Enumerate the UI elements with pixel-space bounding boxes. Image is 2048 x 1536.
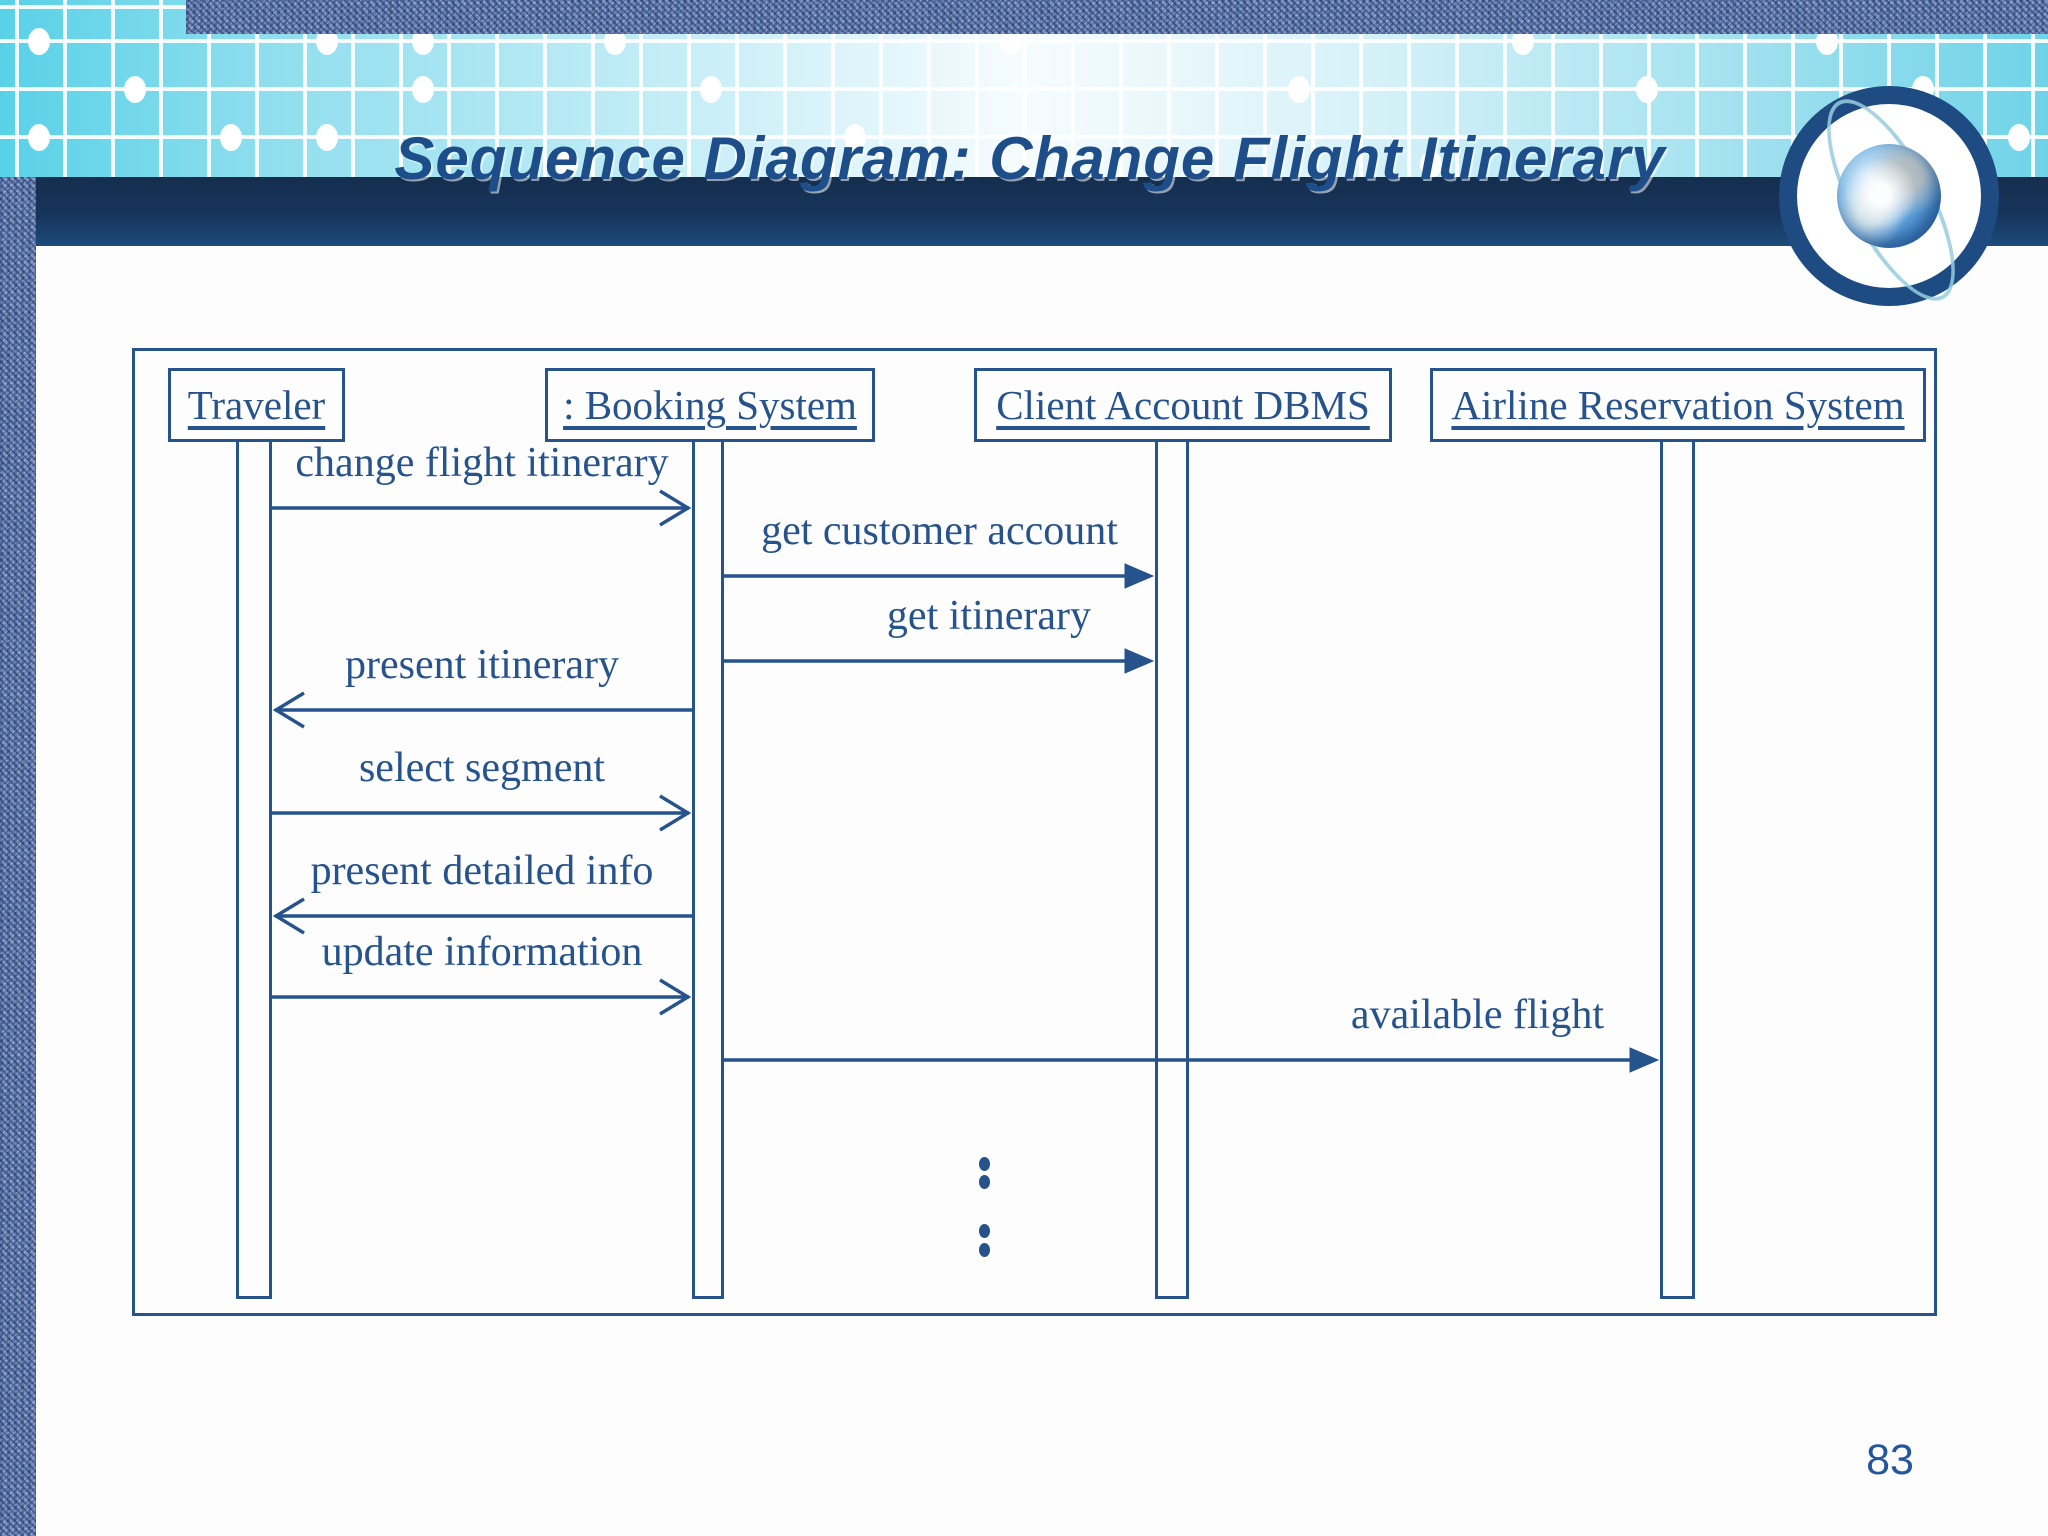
grid-dot [2008, 124, 2030, 151]
grid-dot [124, 76, 146, 103]
message-label: present itinerary [344, 642, 620, 688]
grid-dot [316, 28, 338, 55]
sequence-diagram-frame: Traveler : Booking System Client Account… [132, 348, 1937, 1316]
message-present-itinerary: present itinerary [272, 642, 692, 730]
lifeline-box-client-account-dbms: Client Account DBMS [974, 368, 1392, 442]
continuation-dot [979, 1175, 990, 1189]
message-present-detailed-info: present detailed info [272, 848, 692, 936]
grid-dot [28, 28, 50, 55]
message-update-information: update information [272, 929, 692, 1017]
grid-dot [844, 124, 866, 151]
earth-icon [1837, 144, 1941, 248]
arrow-right-filled-icon [724, 563, 1155, 589]
message-label: available flight [1350, 992, 1604, 1038]
message-label: select segment [358, 745, 606, 791]
grid-dot [1512, 28, 1534, 55]
message-get-customer-account: get customer account [724, 508, 1155, 596]
grid-dot [412, 76, 434, 103]
grid-dot [1000, 28, 1022, 55]
continuation-dot [979, 1243, 990, 1257]
denim-texture-top [186, 0, 2048, 34]
lifeline-box-airline-reservation-system: Airline Reservation System [1430, 368, 1926, 442]
grid-dot [556, 151, 578, 178]
arrow-right-open-icon [272, 978, 692, 1016]
denim-texture-left [0, 177, 36, 1536]
globe-logo [1779, 81, 1999, 319]
grid-dot [412, 28, 434, 55]
message-label: present detailed info [310, 848, 654, 894]
message-get-itinerary: get itinerary [724, 593, 1155, 681]
page-title: Sequence Diagram: Change Flight Itinerar… [394, 125, 1666, 193]
message-label: change flight itinerary [295, 440, 669, 486]
message-label: get customer account [761, 508, 1118, 554]
grid-dot [604, 28, 626, 55]
arrow-right-filled-icon [724, 648, 1155, 674]
continuation-dot [979, 1157, 990, 1171]
arrow-left-open-icon [272, 691, 692, 729]
activation-bar-booking-system [692, 436, 724, 1299]
message-label: update information [321, 929, 643, 975]
grid-dot [1288, 76, 1310, 103]
page-number: 83 [1866, 1436, 1914, 1484]
lifeline-box-traveler: Traveler [168, 368, 345, 442]
lifeline-label-airline-reservation-system: Airline Reservation System [1451, 382, 1905, 428]
arrow-right-open-icon [272, 794, 692, 832]
message-available-flight: available flight [724, 992, 1660, 1080]
grid-dot [700, 76, 722, 103]
grid-dot [1636, 76, 1658, 103]
message-select-segment: select segment [272, 745, 692, 833]
message-label: get itinerary [886, 593, 1091, 639]
lifeline-label-traveler: Traveler [187, 382, 326, 428]
grid-dot [1816, 28, 1838, 55]
activation-bar-client-account-dbms [1155, 436, 1189, 1299]
activation-bar-airline-reservation-system [1660, 436, 1695, 1299]
header-navy-bar [0, 177, 2048, 246]
grid-dot [28, 124, 50, 151]
lifeline-box-booking-system: : Booking System [545, 368, 875, 442]
arrow-right-filled-icon [724, 1047, 1660, 1073]
arrow-left-open-icon [272, 897, 692, 935]
grid-dot [220, 124, 242, 151]
arrow-right-open-icon [272, 489, 692, 527]
grid-dot [316, 124, 338, 151]
grid-dot [1420, 151, 1442, 178]
lifeline-label-client-account-dbms: Client Account DBMS [996, 382, 1370, 428]
continuation-dot [979, 1224, 990, 1238]
activation-bar-traveler [236, 436, 272, 1299]
message-change-flight-itinerary: change flight itinerary [272, 440, 692, 528]
lifeline-label-booking-system: : Booking System [563, 382, 857, 428]
